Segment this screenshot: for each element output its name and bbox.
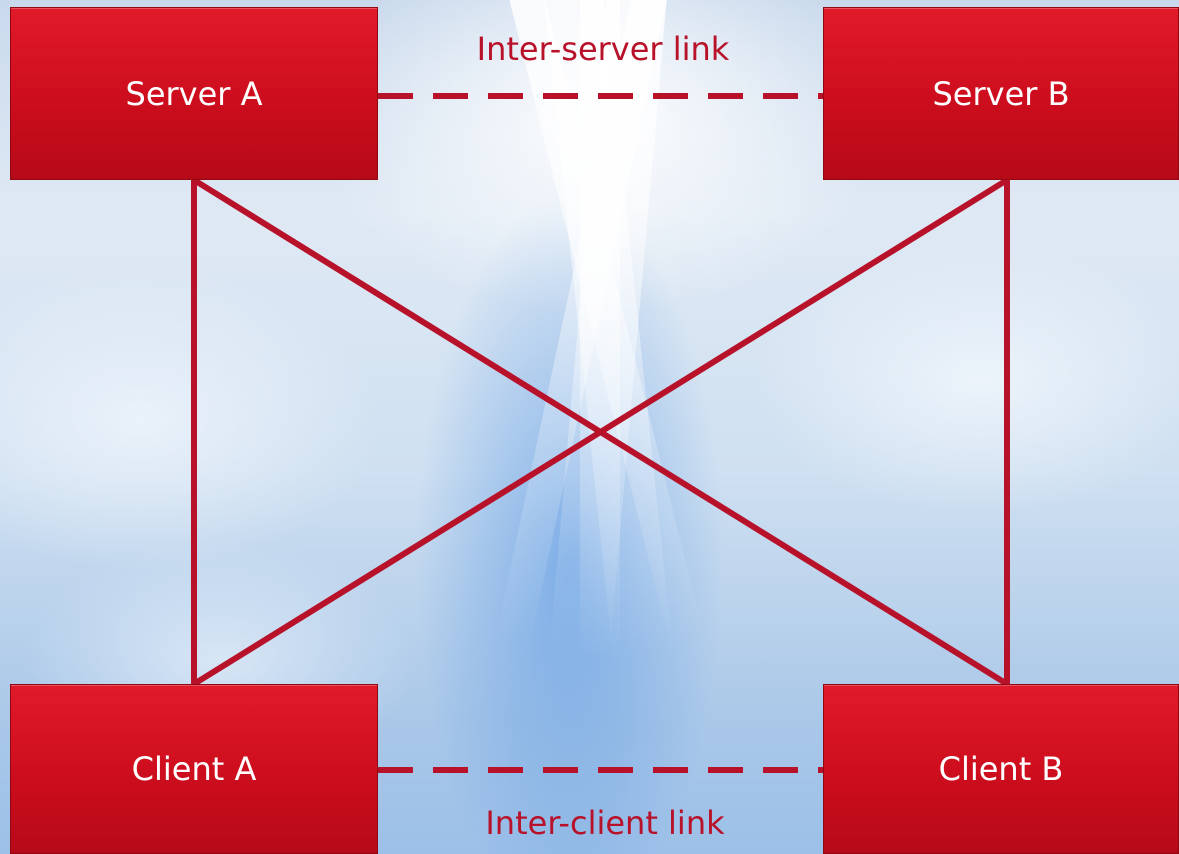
- inter-client-link-label: Inter-client link: [485, 804, 725, 842]
- server-b-label: Server B: [932, 74, 1070, 113]
- client-b-label: Client B: [938, 750, 1064, 788]
- client-b-node: Client B: [823, 684, 1179, 854]
- inter-server-link-label: Inter-server link: [476, 30, 730, 68]
- client-a-label: Client A: [131, 750, 257, 788]
- edge-server-b-client-a: [192, 177, 1009, 687]
- server-a-label: Server A: [125, 74, 263, 113]
- client-a-node: Client A: [10, 684, 378, 854]
- server-b-node: Server B: [823, 7, 1179, 180]
- server-a-node: Server A: [10, 7, 378, 180]
